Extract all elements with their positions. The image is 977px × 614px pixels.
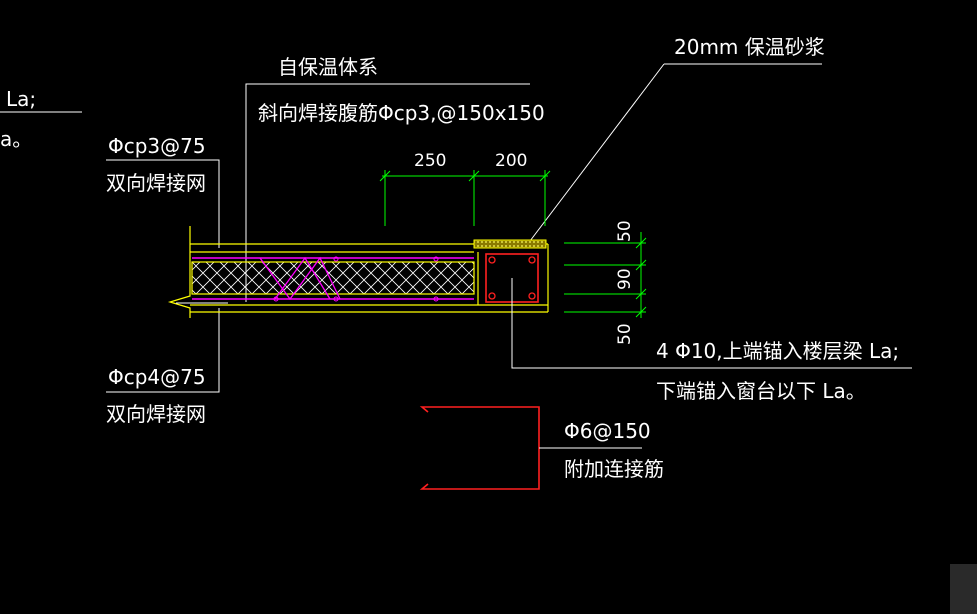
mesh-bottom-callout: Φcp4@75 双向焊接网 — [106, 308, 220, 426]
mesh-bottom-desc: 双向焊接网 — [106, 402, 206, 426]
connecting-rebar-shape — [419, 406, 540, 490]
break-symbol — [167, 252, 191, 318]
mesh-top-callout: Φcp3@75 双向焊接网 — [106, 134, 220, 248]
anchor-rebar-callout: 4 Φ10,上端锚入楼层梁 La; 下端锚入窗台以下 La。 — [511, 278, 912, 403]
vertical-dimension-group — [564, 232, 647, 318]
column-rebar-4 — [528, 292, 536, 300]
diagonal-web-rebar — [259, 256, 341, 301]
mesh-top-desc: 双向焊接网 — [106, 171, 206, 195]
dim-v-50-top: 50 — [615, 220, 635, 242]
connect-desc: 附加连接筋 — [564, 457, 664, 481]
horizontal-dimension-group — [379, 170, 551, 226]
dim-h-200: 200 — [495, 151, 527, 171]
edge-text-bottom: a。 — [0, 127, 32, 151]
connect-spec: Φ6@150 — [564, 419, 651, 443]
connecting-rebar-detail: Φ6@150 附加连接筋 — [419, 406, 664, 490]
mortar-label: 20mm 保温砂浆 — [674, 35, 825, 59]
mesh-top-spec: Φcp3@75 — [108, 134, 206, 158]
viewport-corner-block — [950, 564, 977, 614]
diagonal-rebar-label: 斜向焊接腹筋Φcp3,@150x150 — [258, 101, 545, 125]
mortar-layer — [473, 239, 547, 249]
dim-h-250: 250 — [414, 151, 446, 171]
left-edge-note: La; a。 — [0, 87, 82, 151]
edge-text-top: La; — [6, 87, 36, 111]
self-insulation-label: 自保温体系 — [278, 55, 378, 79]
column-rebar-1 — [488, 256, 496, 264]
mortar-callout: 20mm 保温砂浆 — [529, 35, 825, 242]
insulation-core — [191, 261, 475, 295]
dim-v-90: 90 — [615, 268, 635, 290]
anchor-line-2: 下端锚入窗台以下 La。 — [656, 379, 866, 403]
mortar-leader — [529, 63, 665, 242]
dim-v-50-bottom: 50 — [615, 323, 635, 345]
wall-section — [167, 226, 549, 318]
mesh-bottom-spec: Φcp4@75 — [108, 365, 206, 389]
column-rebar-2 — [528, 256, 536, 264]
anchor-line-1: 4 Φ10,上端锚入楼层梁 La; — [656, 339, 899, 363]
self-insulation-callout: 自保温体系 斜向焊接腹筋Φcp3,@150x150 — [245, 55, 545, 302]
self-insulation-leader — [245, 83, 530, 302]
column-rebar-3 — [488, 292, 496, 300]
